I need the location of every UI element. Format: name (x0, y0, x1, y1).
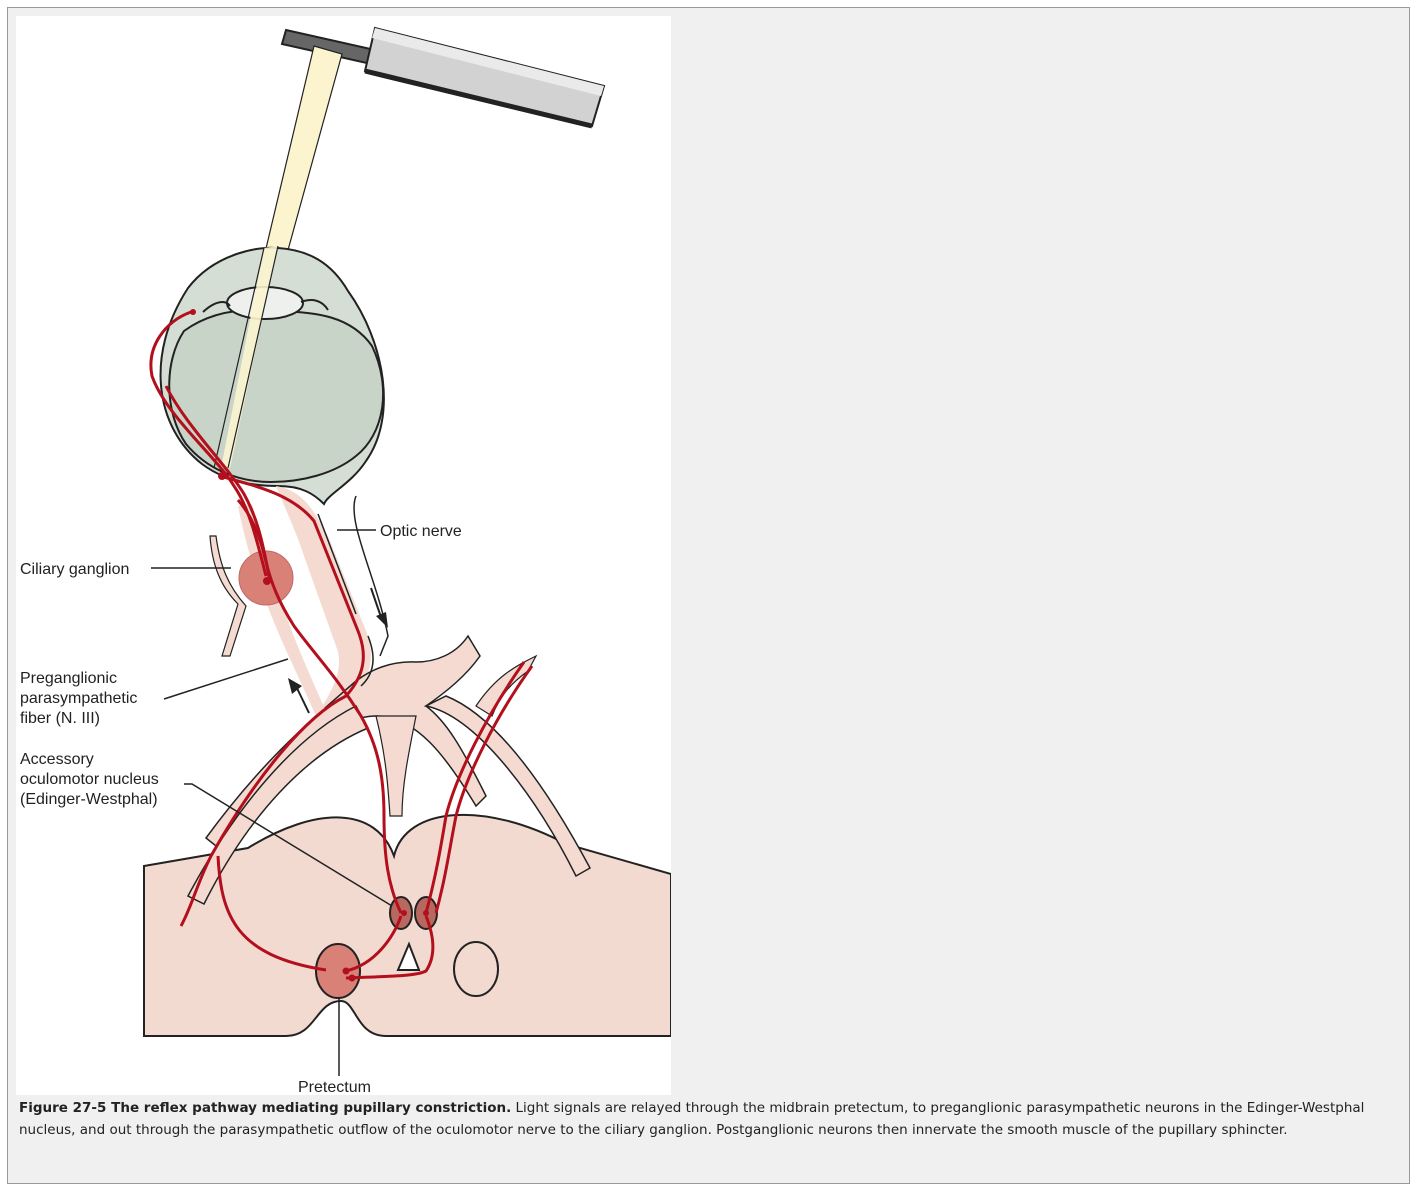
label-ciliary-ganglion: Ciliary ganglion (20, 561, 129, 578)
label-accessory-2: oculomotor nucleus (20, 771, 159, 788)
figure-frame: Optic nerve Ciliary ganglion Preganglion… (7, 7, 1410, 1184)
label-accessory-1: Accessory (20, 751, 94, 768)
caption-title: Figure 27-5 The reflex pathway mediating… (19, 1100, 511, 1116)
pupillary-reflex-diagram: Optic nerve Ciliary ganglion Preganglion… (16, 16, 671, 1095)
label-preganglionic-1: Preganglionic (20, 670, 117, 687)
label-optic-nerve: Optic nerve (380, 523, 462, 540)
label-preganglionic-2: parasympathetic (20, 690, 137, 707)
label-preganglionic-3: fiber (N. III) (20, 710, 100, 727)
label-pretectum: Pretectum (298, 1079, 371, 1095)
arrow-down-icon (371, 588, 388, 628)
diagram-svg: Optic nerve Ciliary ganglion Preganglion… (16, 16, 671, 1095)
eyeball (161, 248, 384, 504)
label-accessory-3: (Edinger-Westphal) (20, 791, 158, 808)
pretectum-nucleus (316, 944, 360, 998)
figure-caption: Figure 27-5 The reflex pathway mediating… (19, 1097, 1411, 1141)
